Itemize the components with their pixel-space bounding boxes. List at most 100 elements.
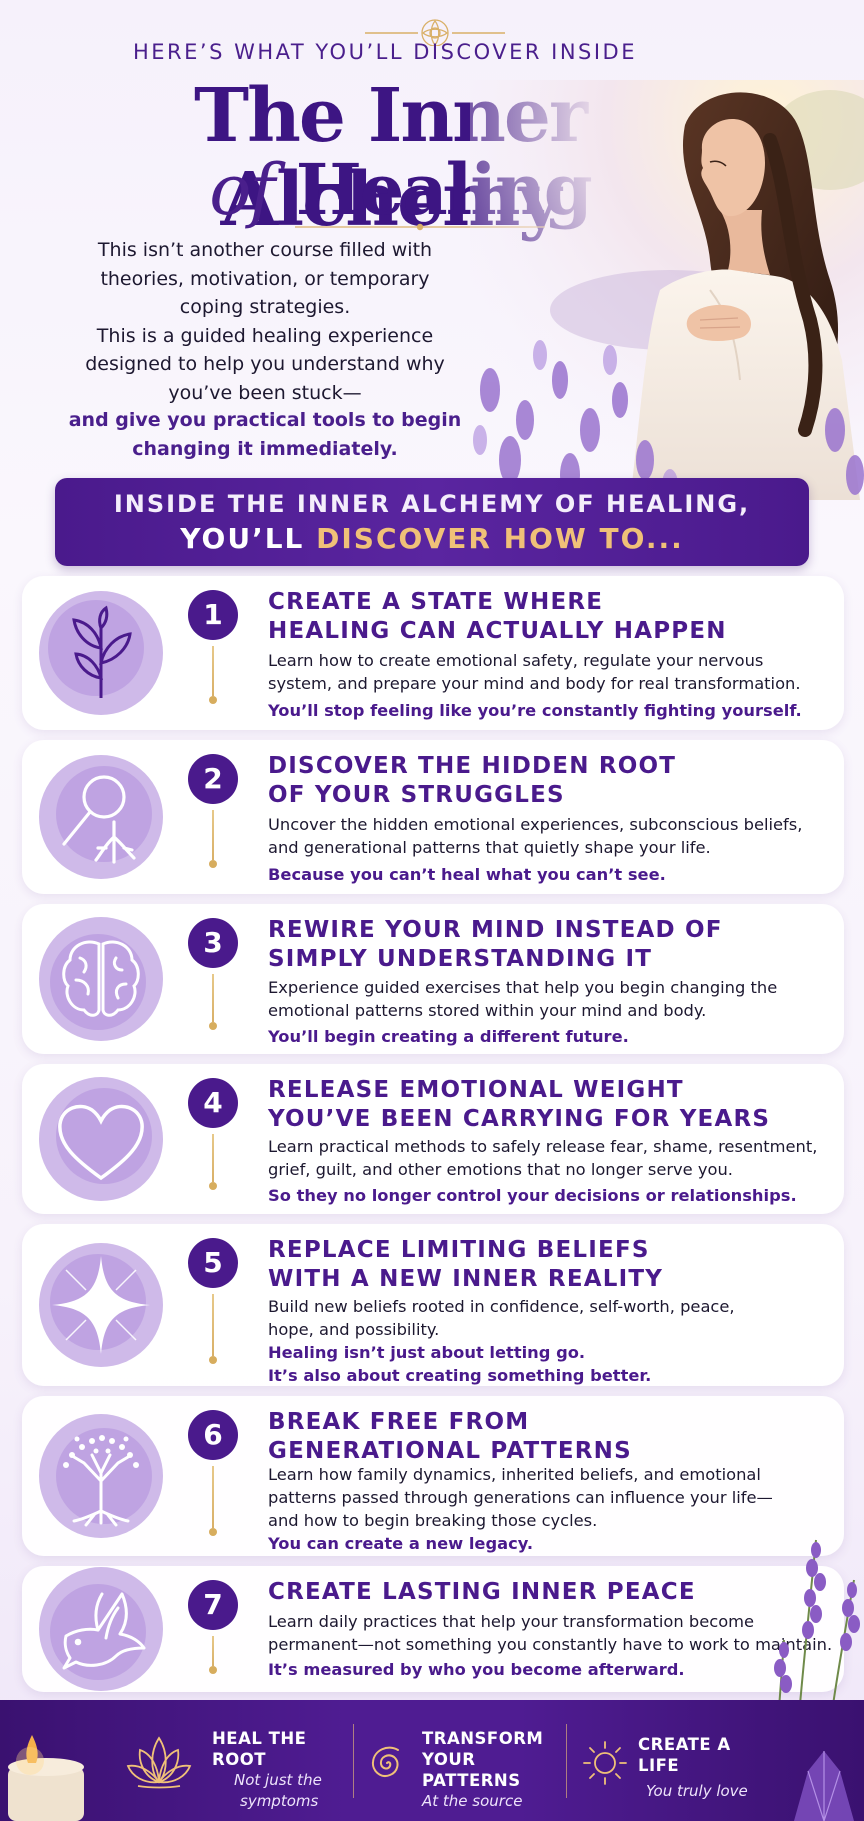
step-badge: 2 <box>188 754 238 804</box>
module-body-line: Learn how family dynamics, inherited bel… <box>268 1465 761 1484</box>
footer-band <box>0 1700 864 1821</box>
pillar-subtitle-line: Not just the <box>234 1771 322 1789</box>
timeline-dot <box>209 1356 217 1364</box>
module-emphasis-line: You can create a new legacy. <box>268 1534 534 1553</box>
banner-white-text: YOU’LL <box>180 522 305 555</box>
module-emphasis-line: It’s also about creating something bette… <box>268 1366 652 1385</box>
intro-line: This isn’t another course filled with <box>97 239 433 261</box>
footer-divider <box>353 1724 354 1798</box>
step-badge: 4 <box>188 1078 238 1128</box>
pillar-title-line: YOUR PATTERNS <box>422 1750 521 1790</box>
step-badge: 5 <box>188 1238 238 1288</box>
module-body-line: Experience guided exercises that help yo… <box>268 978 778 997</box>
intro-line: you’ve been stuck— <box>168 381 362 404</box>
module-title-line: YOU’VE BEEN CARRYING FOR YEARS <box>268 1106 771 1132</box>
title-of: of <box>209 149 275 231</box>
module-emphasis: You’ll stop feeling like you’re constant… <box>268 699 838 722</box>
module-emphasis-line: Healing isn’t just about letting go. <box>268 1343 586 1362</box>
module-card-7: 7 CREATE LASTING INNER PEACE Learn daily… <box>22 1566 844 1692</box>
module-body-line: emotional patterns stored within your mi… <box>268 1001 707 1020</box>
module-title-line: DISCOVER THE HIDDEN ROOT <box>268 753 677 779</box>
module-title-line: HEALING CAN ACTUALLY HAPPEN <box>268 618 727 644</box>
footer-divider <box>566 1724 567 1798</box>
timeline-stem <box>212 1134 214 1182</box>
section-banner: INSIDE THE INNER ALCHEMY OF HEALING, YOU… <box>55 478 809 566</box>
module-emphasis: Because you can’t heal what you can’t se… <box>268 863 838 886</box>
intro-line: theories, motivation, or temporary <box>100 267 430 290</box>
module-body: Learn how family dynamics, inherited bel… <box>268 1463 838 1532</box>
timeline-dot <box>209 1666 217 1674</box>
step-badge: 3 <box>188 918 238 968</box>
module-body: Learn practical methods to safely releas… <box>268 1135 838 1181</box>
spiral-icon <box>371 1746 399 1777</box>
banner-line-2: YOU’LL DISCOVER HOW TO... <box>55 522 809 555</box>
module-body: Build new beliefs rooted in confidence, … <box>268 1295 838 1341</box>
module-emphasis-line: It’s measured by who you become afterwar… <box>268 1660 685 1679</box>
brain-icon <box>39 917 163 1041</box>
intro-emphasis-line: and give you practical tools to begin <box>68 409 462 431</box>
banner-gold-text: DISCOVER HOW TO... <box>316 522 684 555</box>
module-title: DISCOVER THE HIDDEN ROOT OF YOUR STRUGGL… <box>268 752 828 810</box>
hero-woman-lavender-image <box>470 80 864 500</box>
module-emphasis-line: You’ll begin creating a different future… <box>268 1027 629 1046</box>
intro-text: This isn’t another course filled with th… <box>60 236 470 407</box>
module-body-line: and how to begin breaking those cycles. <box>268 1511 598 1530</box>
step-badge: 1 <box>188 590 238 640</box>
module-title: CREATE LASTING INNER PEACE <box>268 1578 828 1607</box>
module-body-line: hope, and possibility. <box>268 1320 440 1339</box>
dove-icon <box>39 1567 163 1691</box>
module-title-line: GENERATIONAL PATTERNS <box>268 1438 632 1464</box>
module-title-line: REWIRE YOUR MIND INSTEAD OF <box>268 917 723 943</box>
timeline-stem <box>212 974 214 1022</box>
top-ornament-icon <box>365 19 505 46</box>
pillar-title: CREATE A LIFE <box>638 1735 731 1775</box>
pillar-transform-your-patterns: TRANSFORM YOUR PATTERNS At the source <box>422 1728 572 1812</box>
timeline-dot <box>209 860 217 868</box>
module-emphasis: It’s measured by who you become afterwar… <box>268 1658 838 1681</box>
module-emphasis: So they no longer control your decisions… <box>268 1184 838 1207</box>
pillar-subtitle: At the source <box>422 1792 523 1810</box>
module-body-line: and generational patterns that quietly s… <box>268 838 711 857</box>
pillar-heal-the-root: HEAL THE ROOT Not just the symptoms <box>212 1728 352 1812</box>
timeline-stem <box>212 1466 214 1528</box>
module-title: CREATE A STATE WHERE HEALING CAN ACTUALL… <box>268 588 828 646</box>
pillar-title: TRANSFORM YOUR PATTERNS <box>422 1728 572 1791</box>
intro-emphasis-line: changing it immediately. <box>132 437 398 460</box>
module-title-line: WITH A NEW INNER REALITY <box>268 1266 664 1292</box>
intro-emphasis: and give you practical tools to begin ch… <box>60 406 470 463</box>
intro-line: coping strategies. <box>179 296 351 318</box>
module-emphasis-line: You’ll stop feeling like you’re constant… <box>268 701 802 720</box>
timeline-dot <box>209 696 217 704</box>
module-title-line: BREAK FREE FROM <box>268 1409 530 1435</box>
module-body: Learn daily practices that help your tra… <box>268 1610 838 1656</box>
module-card-3: 3 REWIRE YOUR MIND INSTEAD OF SIMPLY UND… <box>22 904 844 1054</box>
module-body-line: Uncover the hidden emotional experiences… <box>268 815 803 834</box>
module-body-line: Learn practical methods to safely releas… <box>268 1137 818 1156</box>
pillar-subtitle: You truly love <box>646 1782 748 1800</box>
pillar-subtitle: Not just the symptoms <box>212 1770 352 1812</box>
banner-line-1: INSIDE THE INNER ALCHEMY OF HEALING, <box>113 490 751 518</box>
page-kicker: HERE’S WHAT YOU’LL DISCOVER INSIDE <box>132 40 637 64</box>
magnifier-roots-icon <box>39 755 163 879</box>
module-emphasis: You’ll begin creating a different future… <box>268 1025 838 1048</box>
module-title: REWIRE YOUR MIND INSTEAD OF SIMPLY UNDER… <box>268 916 828 974</box>
module-title-line: SIMPLY UNDERSTANDING IT <box>268 946 653 972</box>
module-title: REPLACE LIMITING BELIEFS WITH A NEW INNE… <box>268 1236 828 1294</box>
timeline-dot <box>209 1182 217 1190</box>
module-title: RELEASE EMOTIONAL WEIGHT YOU’VE BEEN CAR… <box>268 1076 828 1134</box>
pillar-create-a-life: CREATE A LIFE You truly love <box>638 1734 768 1802</box>
intro-line: designed to help you understand why <box>85 353 445 375</box>
module-card-1: 1 CREATE A STATE WHERE HEALING CAN ACTUA… <box>22 576 844 730</box>
module-title-line: REPLACE LIMITING BELIEFS <box>268 1237 650 1263</box>
intro-line: This is a guided healing experience <box>96 324 434 347</box>
module-title: BREAK FREE FROM GENERATIONAL PATTERNS <box>268 1408 828 1466</box>
crystal-icon <box>794 1751 854 1821</box>
step-badge: 7 <box>188 1580 238 1630</box>
module-body-line: Learn daily practices that help your tra… <box>268 1612 755 1631</box>
module-title-line: CREATE LASTING INNER PEACE <box>268 1579 696 1605</box>
module-body-line: Learn how to create emotional safety, re… <box>268 651 764 670</box>
module-card-5: 5 REPLACE LIMITING BELIEFS WITH A NEW IN… <box>22 1224 844 1386</box>
module-body-line: grief, guilt, and other emotions that no… <box>268 1160 733 1179</box>
module-emphasis: Healing isn’t just about letting go. It’… <box>268 1341 838 1387</box>
module-body: Experience guided exercises that help yo… <box>268 976 838 1022</box>
